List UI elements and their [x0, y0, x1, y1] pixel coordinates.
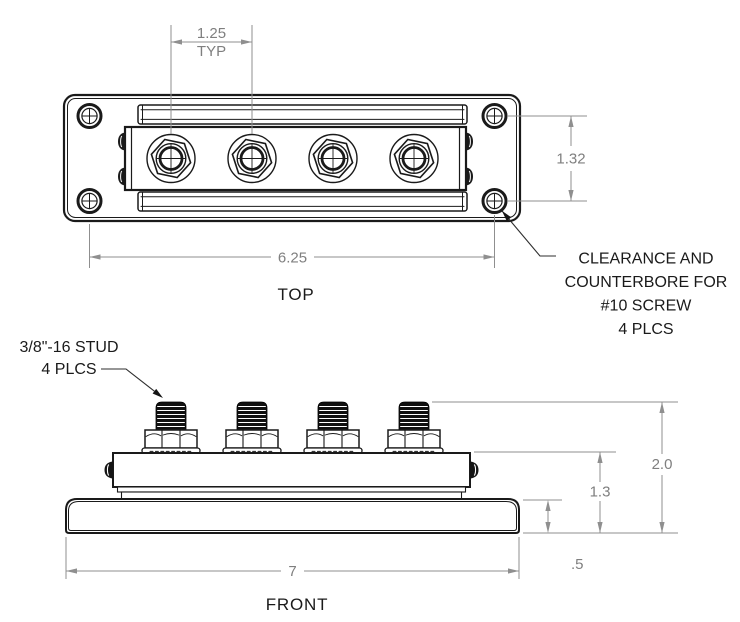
dim-base-thickness: .5: [571, 556, 584, 573]
stud-2-front: [222, 401, 282, 455]
stud-4-front: [384, 401, 444, 455]
studs-front-view: [141, 401, 444, 455]
stud-3-top: [307, 133, 359, 184]
front-view-dimensions: [65, 401, 678, 579]
counterbore-callout-line-2: COUNTERBORE FOR: [565, 274, 728, 291]
stud-3-front: [303, 401, 363, 455]
dim-overall-length: 7: [288, 563, 296, 580]
stud-1-top: [145, 133, 197, 184]
stud-4-top: [388, 133, 440, 184]
dim-stud-spacing-note: TYP: [197, 43, 226, 60]
base-plate-front-view: [65, 498, 520, 534]
stud-callout-line-1: 3/8"-16 STUD: [19, 339, 118, 356]
stud-callout-line-2: 4 PLCS: [41, 361, 96, 378]
stud-2-top: [226, 133, 278, 184]
front-view-label: FRONT: [266, 595, 329, 614]
dim-stud-spacing: 1.25: [197, 25, 226, 42]
cover-rail-bottom: [137, 191, 468, 212]
cover-rail-top: [137, 104, 468, 125]
top-view-label: TOP: [277, 285, 314, 304]
corner-screw-top-left: [76, 103, 103, 129]
dim-body-height: 1.3: [590, 484, 611, 501]
busbar-body-front-view: [112, 452, 471, 500]
counterbore-callout-leader: [501, 210, 556, 257]
counterbore-callout-line-3: #10 SCREW: [601, 298, 693, 315]
counterbore-callout-line-4: 4 PLCS: [618, 321, 673, 338]
top-view: [62, 93, 522, 223]
top-view-dimensions: [89, 25, 587, 268]
stud-callout: 3/8"-16 STUD 4 PLCS: [19, 339, 163, 398]
stud-1-front: [141, 401, 201, 455]
front-view: [65, 401, 520, 534]
corner-screw-bottom-left: [76, 188, 103, 214]
dim-hole-span-vertical: 1.32: [556, 151, 585, 168]
dim-hole-span-horizontal: 6.25: [278, 250, 307, 267]
counterbore-callout: CLEARANCE AND COUNTERBORE FOR #10 SCREW …: [565, 251, 728, 339]
corner-screw-bottom-right: [481, 188, 508, 214]
dim-overall-height: 2.0: [652, 456, 673, 473]
counterbore-callout-line-1: CLEARANCE AND: [578, 251, 713, 268]
corner-screw-top-right: [481, 103, 508, 129]
